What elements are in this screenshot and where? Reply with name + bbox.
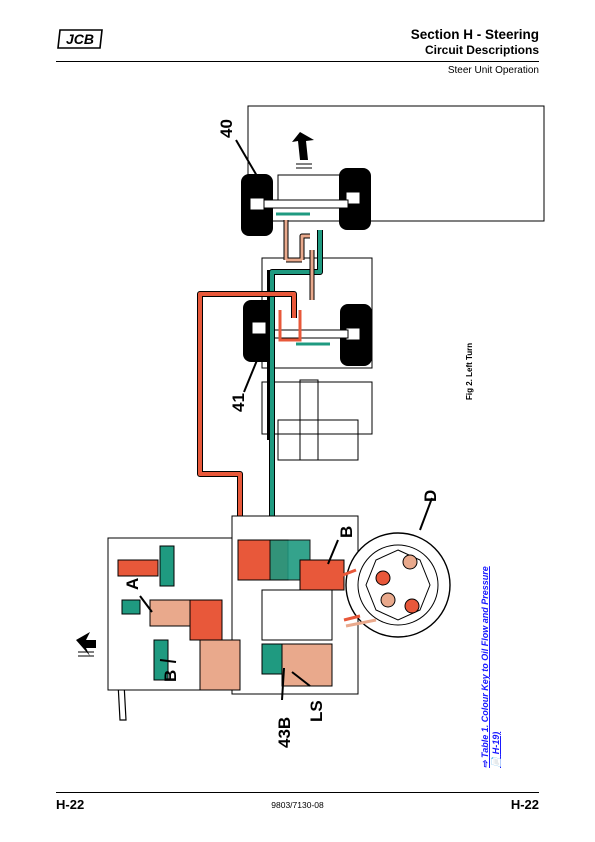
arrow-right-icon: ⇨	[480, 760, 490, 768]
subsection-title: Circuit Descriptions	[424, 43, 539, 57]
callout-40: 40	[217, 119, 236, 138]
callout-43b: 43B	[275, 717, 294, 748]
section-title: Section H - Steering	[410, 27, 539, 42]
callout-b-left: B	[161, 670, 180, 682]
wheel-rear-right	[340, 304, 372, 366]
steer-direction-arrow-icon	[76, 632, 96, 657]
reference-line-2: H-19)	[491, 731, 501, 755]
callout-ls: LS	[307, 700, 326, 722]
logo-text: JCB	[66, 31, 94, 47]
wheel-front-left	[241, 174, 273, 236]
low-pressure-lines-fill	[284, 220, 314, 300]
colour-key-reference-link[interactable]: ⇨ Table 1. Colour Key to Oil Flow and Pr…	[480, 566, 502, 768]
topic-label: Steer Unit Operation	[447, 65, 539, 76]
header-divider	[56, 61, 539, 62]
page-number-left: H-22	[56, 797, 85, 812]
wheel-front-right	[339, 168, 371, 230]
page-icon: 📄	[491, 756, 501, 768]
direction-arrow-icon	[292, 132, 314, 169]
callout-a: A	[123, 578, 142, 590]
reference-line-1: Table 1. Colour Key to Oil Flow and Pres…	[480, 566, 490, 758]
callout-d: D	[421, 490, 440, 502]
return-lines-fill	[270, 230, 322, 530]
steer-unit	[107, 515, 359, 695]
callout-41: 41	[229, 393, 248, 412]
high-pressure-lines-fill	[198, 292, 296, 540]
figure-caption: Fig 2. Left Turn	[465, 342, 474, 400]
leader-lines	[139, 139, 433, 701]
document-number: 9803/7130-08	[271, 800, 324, 810]
jcb-logo: JCB	[56, 28, 104, 55]
chassis-outline	[247, 105, 545, 461]
footer-divider	[56, 792, 539, 793]
callout-b-right: B	[337, 526, 356, 538]
steer-motor	[329, 532, 451, 638]
page-number-right: H-22	[510, 797, 539, 812]
rear-ram-lines	[278, 310, 330, 346]
